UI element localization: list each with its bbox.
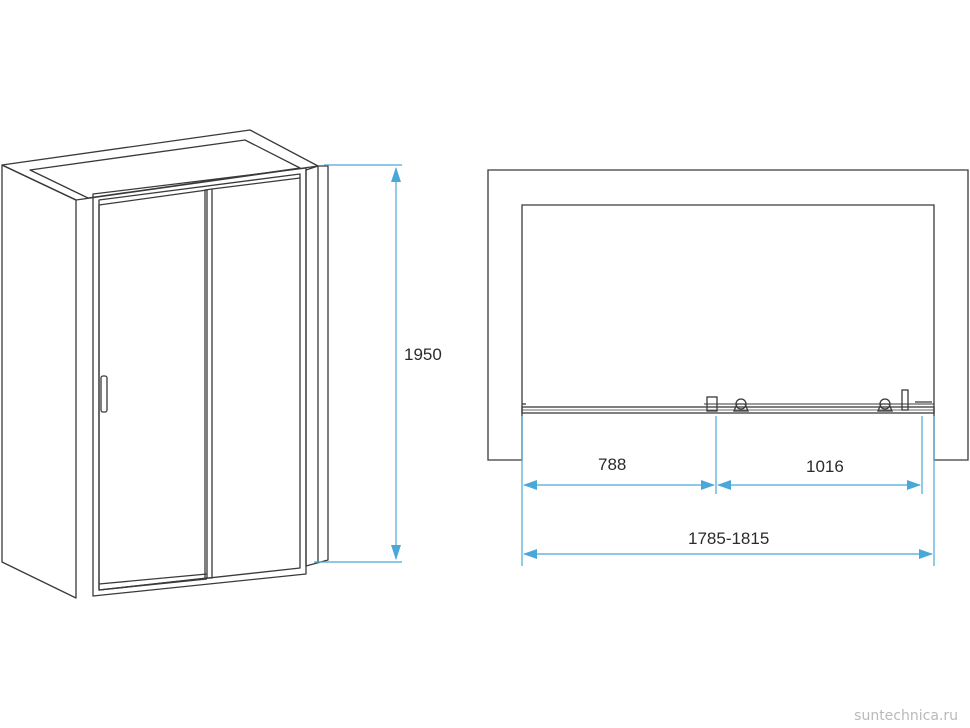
left-wall xyxy=(1,129,319,599)
watermark: suntechnica.ru xyxy=(854,708,958,724)
height-label: 1950 xyxy=(404,345,442,364)
right-wall xyxy=(305,165,329,567)
sliding-door-panel xyxy=(98,189,208,591)
door-handle xyxy=(100,375,108,413)
enclosure-frame xyxy=(92,167,307,597)
height-dimension xyxy=(314,164,402,563)
segment-dimensions xyxy=(521,416,935,566)
total-width-label: 1785-1815 xyxy=(688,529,769,548)
left-segment-label: 788 xyxy=(598,455,626,474)
sliding-rail xyxy=(521,389,935,414)
right-segment-label: 1016 xyxy=(806,457,844,476)
wall-outline xyxy=(487,169,969,461)
perspective-view: 1950 xyxy=(1,129,442,599)
plan-view: 788 1016 1785-1815 xyxy=(487,169,969,566)
